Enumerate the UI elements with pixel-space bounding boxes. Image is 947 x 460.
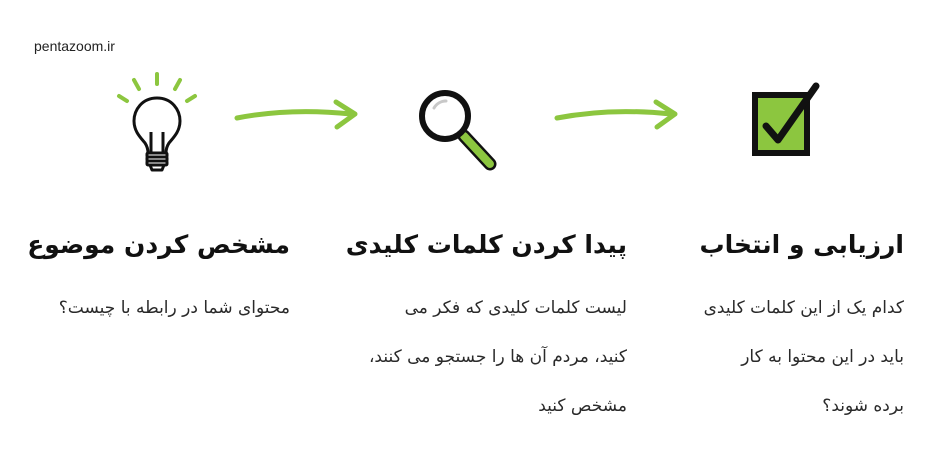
checkbox-check-icon [752,82,820,156]
step-find-keywords: پیدا کردن کلمات کلیدی لیست کلمات کلیدی ک… [327,230,627,431]
arrow-right-icon [234,99,358,130]
step-evaluate-select: ارزیابی و انتخاب کدام یک از این کلمات کل… [654,230,904,431]
step-description: لیست کلمات کلیدی که فکر می کنید، مردم آن… [327,284,627,431]
step-title: ارزیابی و انتخاب [699,230,904,259]
brand-watermark: pentazoom.ir [34,38,115,54]
step-description-line: مشخص کنید [538,396,627,416]
arrow-right-icon [554,99,678,130]
step-define-topic: مشخص کردن موضوع محتوای شما در رابطه با چ… [10,230,290,333]
step-description-line: کدام یک از این کلمات کلیدی [703,298,904,318]
step-description-line: باید در این محتوا به کار [741,347,904,367]
step-description-line: برده شوند؟ [822,396,904,416]
step-title: مشخص کردن موضوع [27,230,290,259]
step-description-line: کنید، مردم آن ها را جستجو می کنند، [368,347,627,367]
step-description-line: لیست کلمات کلیدی که فکر می [404,298,627,318]
step-description-line: محتوای شما در رابطه با چیست؟ [58,298,290,318]
magnifier-icon [419,90,497,171]
step-title: پیدا کردن کلمات کلیدی [345,230,627,259]
step-description: محتوای شما در رابطه با چیست؟ [10,284,290,333]
step-description: کدام یک از این کلمات کلیدی باید در این م… [654,284,904,431]
lightbulb-icon [117,72,197,172]
